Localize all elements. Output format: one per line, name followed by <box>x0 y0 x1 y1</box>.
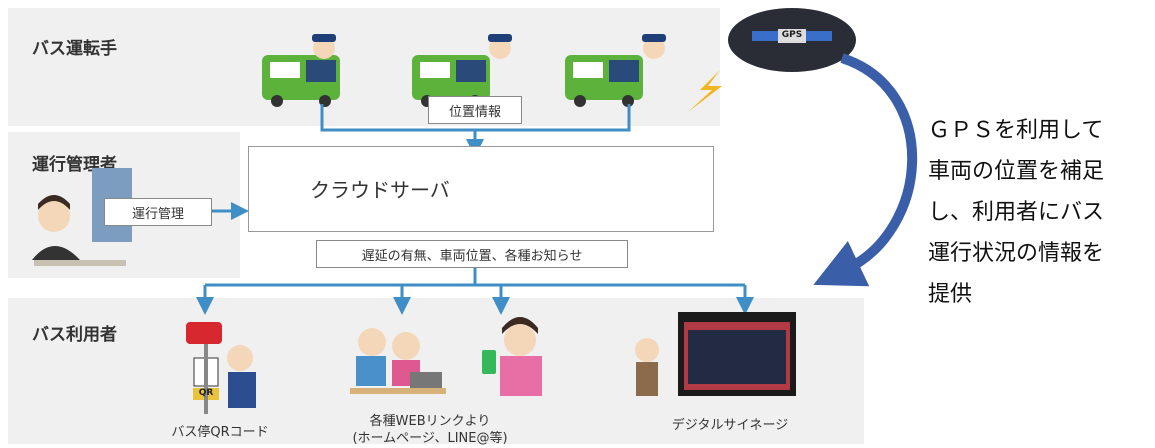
bus-icon <box>565 34 666 107</box>
cloud-server-title: クラウドサーバ <box>310 178 450 202</box>
web-users-icon <box>350 328 446 394</box>
signal-icon <box>688 70 722 112</box>
bus-stop-qr-icon <box>186 322 256 414</box>
side-note: ＧＰＳを利用して 車両の位置を補足 し、利用者にバス 運行状況の情報を 提供 <box>928 110 1153 315</box>
side-note-line: 車両の位置を補足 <box>928 159 1105 184</box>
operation-mgmt-box: 運行管理 <box>104 198 212 226</box>
line-user-icon <box>482 317 542 396</box>
web-link-caption-2: (ホームページ、LINE@等) <box>352 431 508 446</box>
cloud-server-box <box>248 146 714 232</box>
web-link-caption-1: 各種WEBリンクより <box>369 414 491 429</box>
digital-signage-icon <box>635 312 796 396</box>
gps-satellite-icon <box>728 8 856 72</box>
position-info-box: 位置情報 <box>428 96 522 124</box>
bus-icon <box>412 34 512 107</box>
driver-section-label: バス運転手 <box>32 39 117 59</box>
qr-label: QR <box>198 388 214 398</box>
bus-stop-caption: バス停QRコード <box>171 425 269 440</box>
side-note-line: 提供 <box>928 282 973 307</box>
signage-caption: デジタルサイネージ <box>671 418 789 433</box>
side-note-line: し、利用者にバス <box>928 200 1105 225</box>
user-section-label: バス利用者 <box>32 325 117 345</box>
curved-arrow <box>813 53 918 287</box>
broadcast-info-box: 遅延の有無、車両位置、各種お知らせ <box>316 240 628 268</box>
bus-icon <box>262 34 340 107</box>
gps-badge-label: GPS <box>781 30 803 40</box>
side-note-line: 運行状況の情報を <box>928 241 1105 266</box>
side-note-line: ＧＰＳを利用して <box>928 118 1104 143</box>
